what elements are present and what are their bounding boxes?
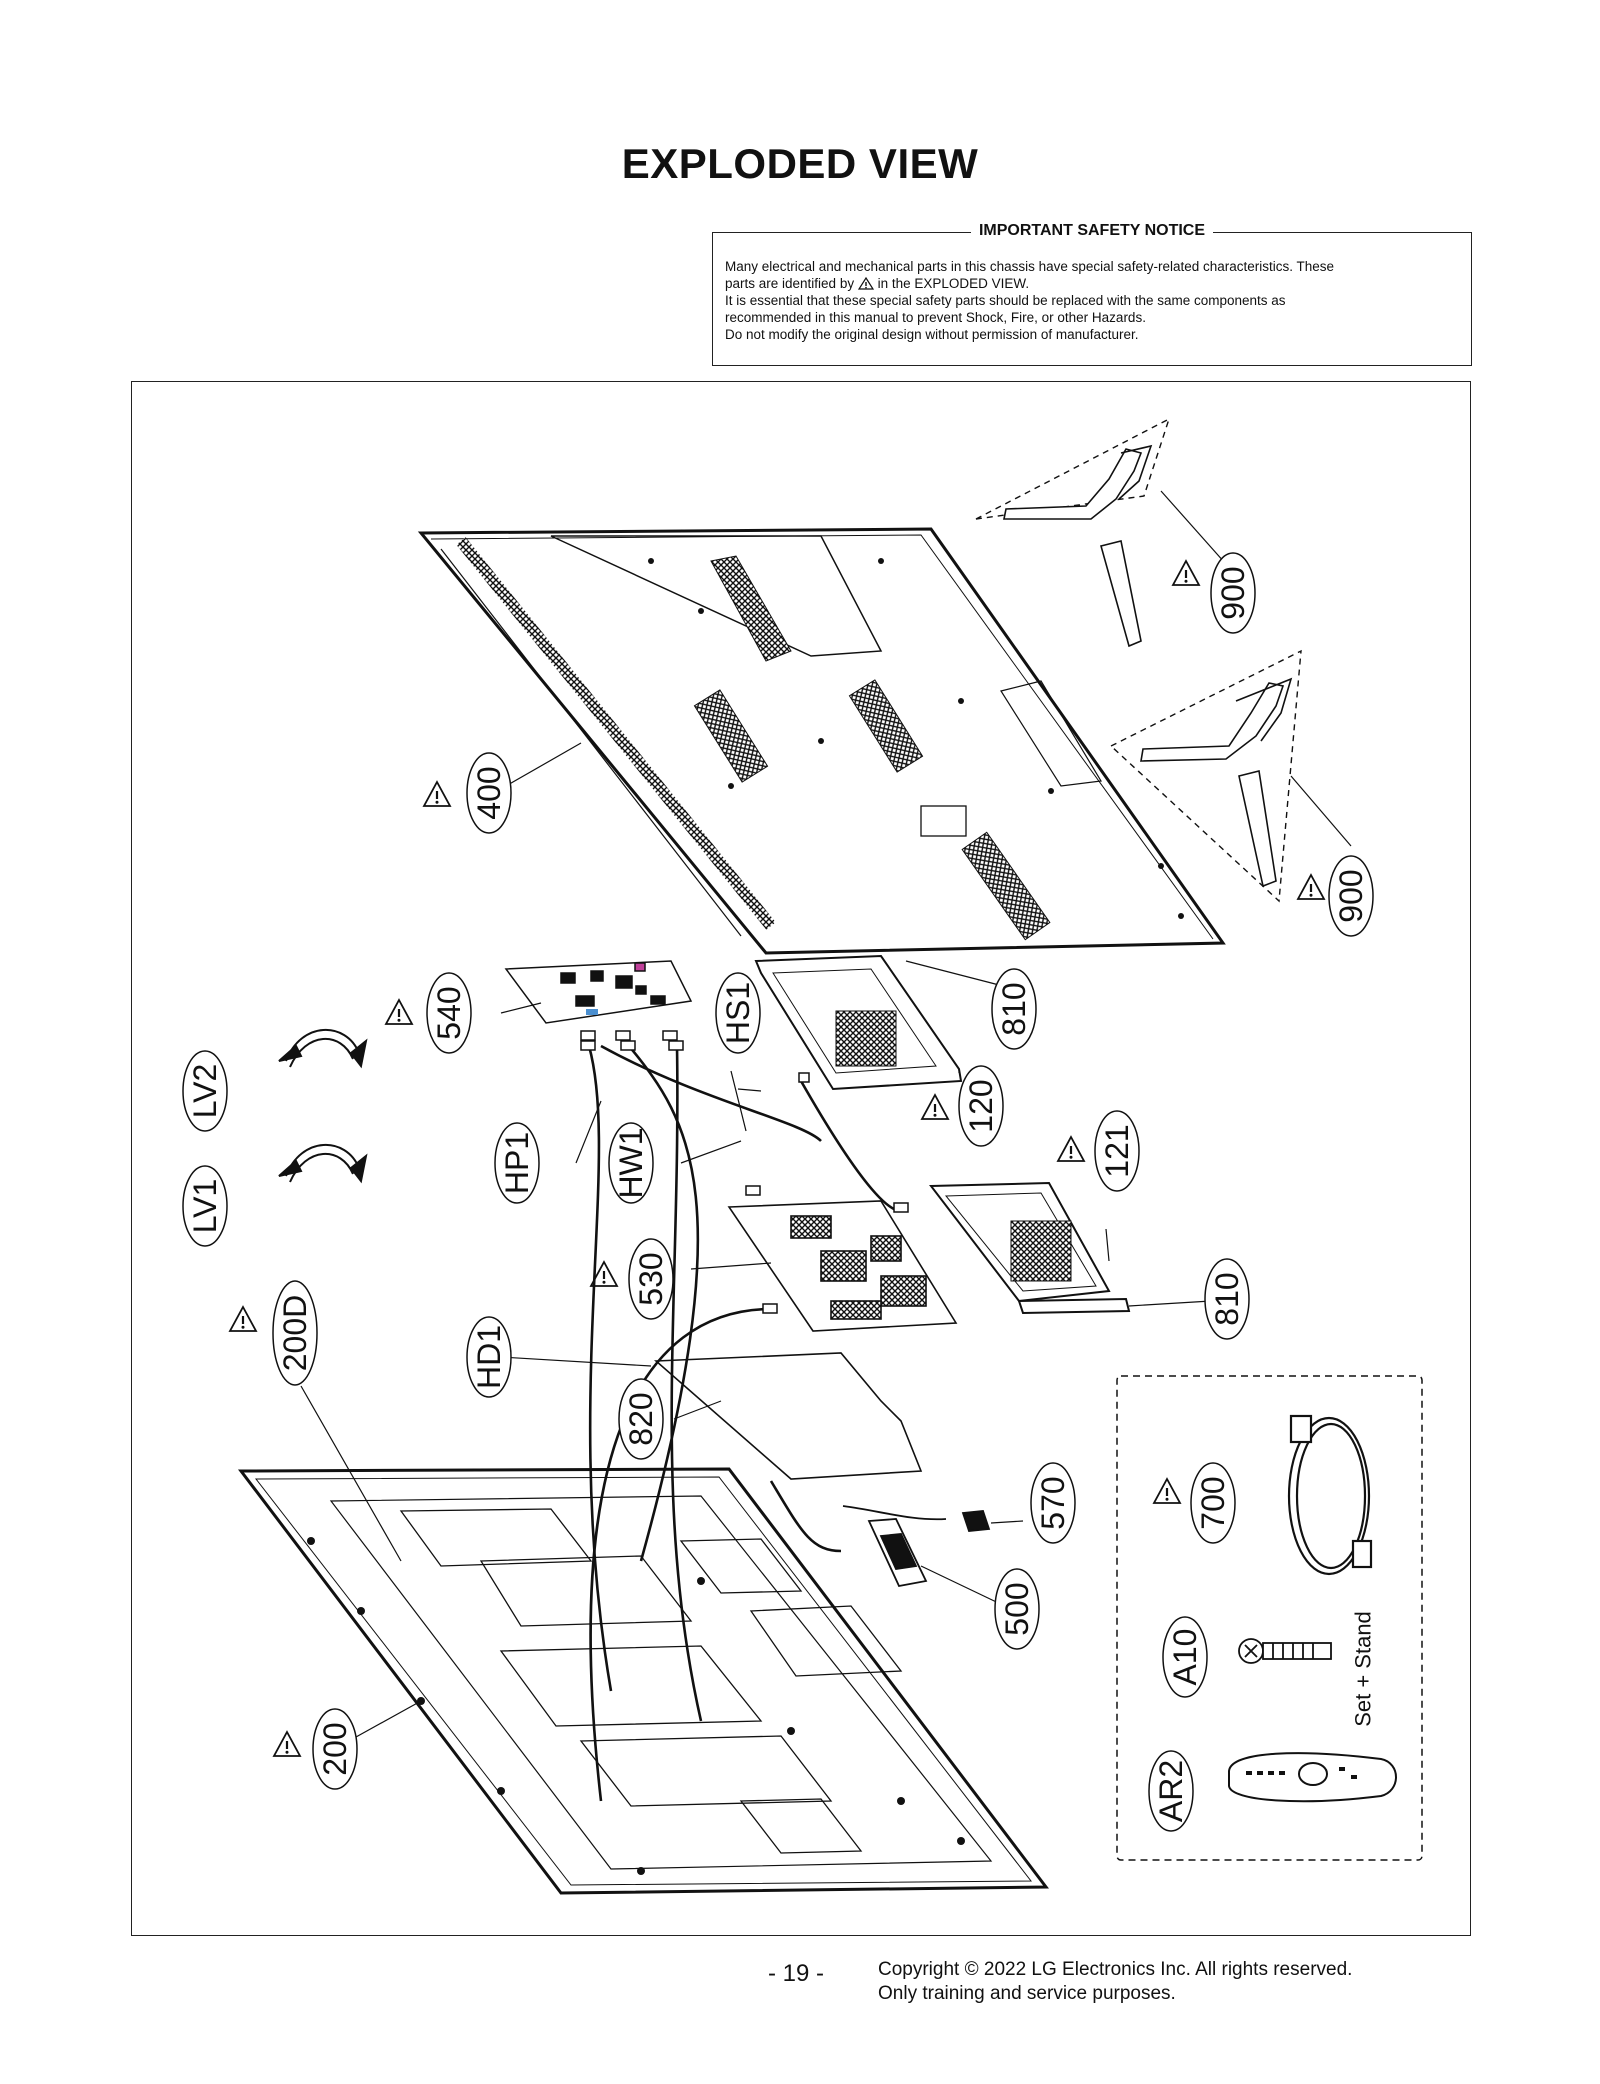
copyright-line-2: Only training and service purposes. — [878, 1983, 1176, 2004]
part-label-400: 400 — [471, 766, 507, 819]
warning-triangle-icon — [857, 277, 874, 290]
accessory-note: Set + Stand — [1351, 1611, 1376, 1727]
callout-hs1: HS1 — [715, 972, 761, 1054]
part-label-700: 700 — [1195, 1476, 1231, 1529]
screw-icon — [1238, 1638, 1332, 1664]
page-number: - 19 - — [768, 1960, 825, 1987]
callout-a10: A10 — [1162, 1616, 1208, 1698]
part-label-121: 121 — [1099, 1124, 1135, 1177]
part-label-820: 820 — [623, 1392, 659, 1445]
callout-400: 400 — [466, 752, 512, 834]
frame-121 — [929, 1181, 1131, 1315]
cables — [587, 1044, 902, 1802]
safety-notice-text: Many electrical and mechanical parts in … — [725, 258, 1459, 343]
cable-connectors — [580, 1040, 909, 1314]
accessory-box — [1116, 1375, 1423, 1861]
part-label-570: 570 — [1035, 1476, 1071, 1529]
main-board — [504, 960, 693, 1041]
callout-540: 540 — [426, 972, 472, 1054]
part-label-120: 120 — [963, 1079, 999, 1132]
back-cover — [417, 527, 1226, 955]
frame-120 — [754, 954, 963, 1091]
front-chassis — [237, 1467, 1049, 1895]
part-labels: 900 900 400 540 HS1 810 120 — [182, 552, 1376, 1832]
part-label-hs1: HS1 — [720, 982, 756, 1044]
part-label-200d: 200D — [277, 1295, 313, 1372]
callout-lv1: LV1 — [182, 1165, 228, 1247]
callout-900-lower: 900 — [1328, 855, 1374, 937]
part-label-500: 500 — [999, 1582, 1035, 1635]
insulator-sheet — [653, 1352, 923, 1480]
callout-900-upper: 900 — [1210, 552, 1256, 634]
callout-200d: 200D — [272, 1280, 318, 1386]
power-cord — [1287, 1414, 1373, 1576]
power-board — [727, 1200, 958, 1332]
notice-line-1: Many electrical and mechanical parts in … — [725, 259, 1335, 274]
callout-530: 530 — [628, 1238, 674, 1320]
callout-121: 121 — [1094, 1110, 1140, 1192]
callout-hd1: HD1 — [466, 1316, 512, 1398]
part-label-900-lower: 900 — [1333, 869, 1369, 922]
notice-line-5: Do not modify the original design withou… — [725, 327, 1139, 342]
callout-810-upper: 810 — [991, 968, 1037, 1050]
part-label-540: 540 — [431, 986, 467, 1039]
part-label-810-lower: 810 — [1209, 1272, 1245, 1325]
callout-500: 500 — [994, 1568, 1040, 1650]
exploded-view-diagram: 900 900 400 540 HS1 810 120 — [131, 381, 1471, 1936]
part-label-hw1: HW1 — [613, 1127, 649, 1198]
callout-200: 200 — [312, 1708, 358, 1790]
stand-assembly-upper — [975, 417, 1171, 648]
copyright-line-1: Copyright © 2022 LG Electronics Inc. All… — [878, 1959, 1353, 1980]
callout-570: 570 — [1030, 1462, 1076, 1544]
part-label-900-upper: 900 — [1215, 566, 1251, 619]
part-label-530: 530 — [633, 1252, 669, 1305]
safety-notice-heading: IMPORTANT SAFETY NOTICE — [970, 222, 1214, 239]
part-label-ar2: AR2 — [1153, 1760, 1189, 1822]
part-label-hp1: HP1 — [499, 1132, 535, 1194]
stand-assembly-lower — [1109, 649, 1302, 903]
part-label-lv2: LV2 — [187, 1064, 223, 1119]
lvds-cables — [278, 1029, 368, 1184]
part-label-lv1: LV1 — [187, 1179, 223, 1234]
safety-notice-box: IMPORTANT SAFETY NOTICE Many electrical … — [712, 222, 1472, 366]
copyright-notice: Copyright © 2022 LG Electronics Inc. All… — [878, 1958, 1352, 2006]
part-label-200: 200 — [317, 1722, 353, 1775]
notice-line-4: recommended in this manual to prevent Sh… — [725, 310, 1146, 325]
part-label-810-upper: 810 — [996, 982, 1032, 1035]
notice-line-3: It is essential that these special safet… — [725, 293, 1286, 308]
part-label-a10: A10 — [1167, 1629, 1203, 1686]
callout-820: 820 — [618, 1378, 664, 1460]
callout-lv2: LV2 — [182, 1050, 228, 1132]
page-title: EXPLODED VIEW — [621, 140, 979, 187]
callout-700: 700 — [1190, 1462, 1236, 1544]
callout-120: 120 — [958, 1065, 1004, 1147]
ir-module — [842, 1505, 991, 1588]
callout-ar2: AR2 — [1148, 1750, 1194, 1832]
callout-hw1: HW1 — [608, 1122, 654, 1204]
callout-810-lower: 810 — [1204, 1258, 1250, 1340]
notice-line-2: parts are identified by in the EXPLODED … — [725, 276, 1030, 291]
part-label-hd1: HD1 — [471, 1325, 507, 1389]
callout-hp1: HP1 — [494, 1122, 540, 1204]
remote-control-icon — [1228, 1752, 1397, 1803]
